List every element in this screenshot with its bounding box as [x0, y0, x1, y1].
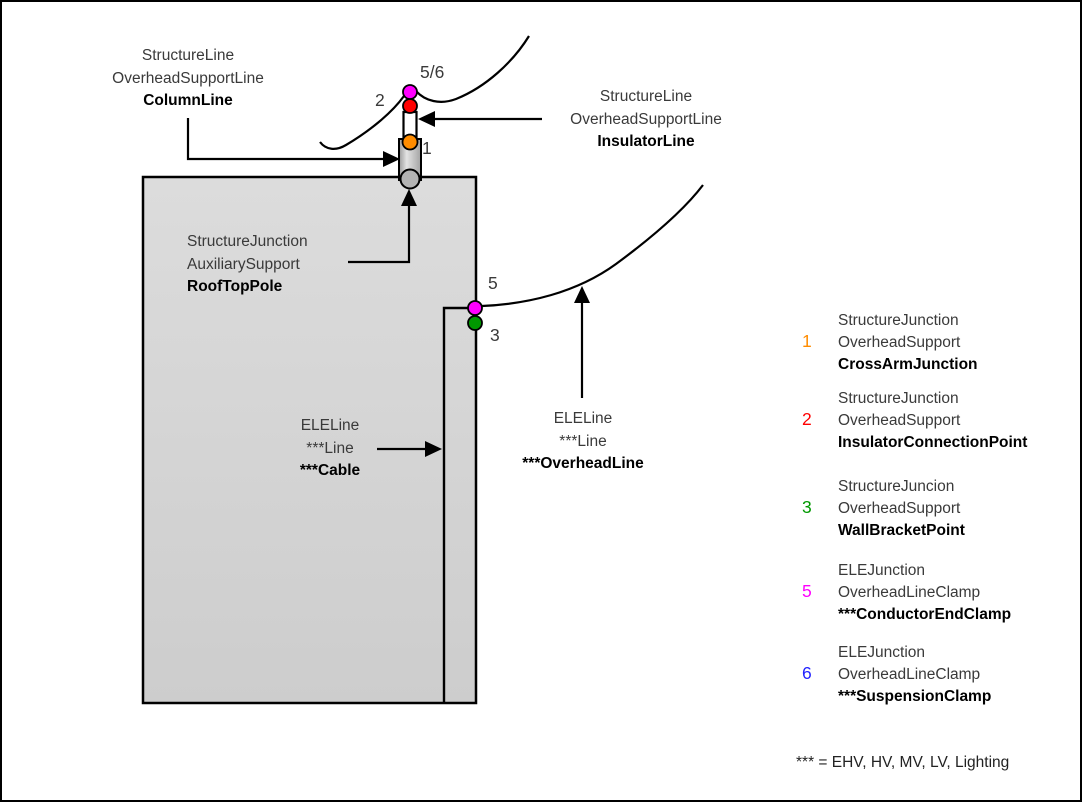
legend-2-line2: OverheadSupport — [838, 412, 961, 429]
rooftop-pole-arrow — [348, 203, 411, 264]
legend-text-5: ELEJunction OverheadLineClamp ***Conduct… — [838, 560, 1011, 626]
rooftop-pole-label-line3: RoofTopPole — [187, 278, 283, 295]
overhead-line-arrowhead-icon — [574, 286, 590, 303]
insulator-line-arrowhead-icon — [418, 111, 435, 127]
cable-line — [442, 306, 468, 702]
legend-num-1: 1 — [802, 331, 812, 351]
legend-1-line2: OverheadSupport — [838, 334, 961, 351]
cable-arrowhead-icon — [425, 441, 442, 457]
legend-text-3: StructureJuncion OverheadSupport WallBra… — [838, 476, 965, 542]
legend-item-2: 2 StructureJunction OverheadSupport Insu… — [800, 388, 1027, 454]
legend-num-2: 2 — [802, 409, 812, 429]
overhead-span-left — [319, 95, 405, 150]
overhead-span-right — [415, 35, 530, 103]
insulator-line-label-line1: StructureLine — [599, 88, 693, 105]
legend-5-line3: ***ConductorEndClamp — [838, 606, 1012, 623]
rooftop-pole-label-line1: StructureJunction — [187, 233, 308, 250]
legend-text-1: StructureJunction OverheadSupport CrossA… — [838, 310, 978, 376]
legend-6-line3: ***SuspensionClamp — [838, 688, 992, 705]
cross-arm-junction-1 — [401, 133, 419, 151]
marker-5-6: 5/6 — [420, 62, 445, 82]
legend-2-line1: StructureJunction — [838, 390, 959, 407]
clamp-point-5-6 — [402, 84, 418, 100]
cable-label-line2: ***Line — [306, 439, 354, 457]
legend-3-line1: StructureJuncion — [838, 478, 955, 495]
legend-num-5: 5 — [802, 581, 812, 601]
insulator-line-label: StructureLine OverheadSupportLine Insula… — [570, 86, 722, 154]
legend-6-line2: OverheadLineClamp — [838, 666, 981, 683]
wall-bracket-point-3 — [467, 315, 483, 331]
overhead-line-label-line1: ELELine — [553, 410, 613, 427]
legend-item-1: 1 StructureJunction OverheadSupport Cros… — [800, 310, 978, 376]
rooftop-pole-arrowhead-icon — [401, 189, 417, 206]
rooftop-pole-label-line2: AuxiliarySupport — [187, 255, 300, 273]
rooftop-pole-junction — [399, 168, 421, 190]
legend-num-3: 3 — [802, 497, 812, 517]
marker-3: 3 — [490, 325, 500, 345]
column-line-label-line1: StructureLine — [141, 47, 235, 64]
insulator-segment — [402, 110, 418, 139]
legend-text-2: StructureJunction OverheadSupport Insula… — [838, 388, 1027, 454]
legend-num-6: 6 — [802, 663, 812, 683]
building-outline — [141, 175, 478, 705]
marker-5: 5 — [488, 273, 498, 293]
marker-1: 1 — [422, 138, 432, 158]
insulator-line-label-line2: OverheadSupportLine — [570, 110, 722, 128]
insulator-connection-point-2 — [402, 98, 418, 114]
marker-2: 2 — [375, 90, 385, 110]
legend-item-5: 5 ELEJunction OverheadLineClamp ***Condu… — [800, 560, 1011, 626]
column-line-arrow — [186, 118, 386, 161]
legend-3-line3: WallBracketPoint — [838, 522, 965, 539]
column-line-label-line3: ColumnLine — [143, 92, 233, 109]
legend-1-line1: StructureJunction — [838, 312, 959, 329]
insulator-line-label-line3: InsulatorLine — [597, 133, 695, 150]
overhead-line-label-line2: ***Line — [559, 432, 607, 450]
legend-item-6: 6 ELEJunction OverheadLineClamp ***Suspe… — [800, 642, 991, 708]
legend-5-line2: OverheadLineClamp — [838, 584, 981, 601]
legend-text-6: ELEJunction OverheadLineClamp ***Suspens… — [838, 642, 991, 708]
legend-3-line2: OverheadSupport — [838, 500, 961, 517]
legend-2-line3: InsulatorConnectionPoint — [838, 434, 1028, 451]
rooftop-pole-label: StructureJunction AuxiliarySupport RoofT… — [187, 231, 308, 299]
overhead-line-label: ELELine ***Line ***OverheadLine — [522, 408, 643, 476]
conductor-end-clamp-5 — [467, 300, 483, 316]
overhead-line-curve — [481, 184, 704, 308]
legend-5-line1: ELEJunction — [838, 562, 926, 579]
cable-label-line3: ***Cable — [299, 462, 361, 479]
column-line-arrowhead-icon — [383, 151, 400, 167]
legend-6-line1: ELEJunction — [838, 644, 926, 661]
legend-1-line3: CrossArmJunction — [838, 356, 978, 373]
legend-item-3: 3 StructureJuncion OverheadSupport WallB… — [800, 476, 965, 542]
asterisk-footnote: *** = EHV, HV, MV, LV, Lighting — [796, 754, 1010, 771]
column-line-label: StructureLine OverheadSupportLine Column… — [112, 45, 264, 113]
column-line-label-line2: OverheadSupportLine — [112, 69, 264, 87]
cable-label-line1: ELELine — [300, 417, 360, 434]
cable-label: ELELine ***Line ***Cable — [300, 415, 360, 483]
overhead-line-label-line3: ***OverheadLine — [522, 455, 644, 472]
